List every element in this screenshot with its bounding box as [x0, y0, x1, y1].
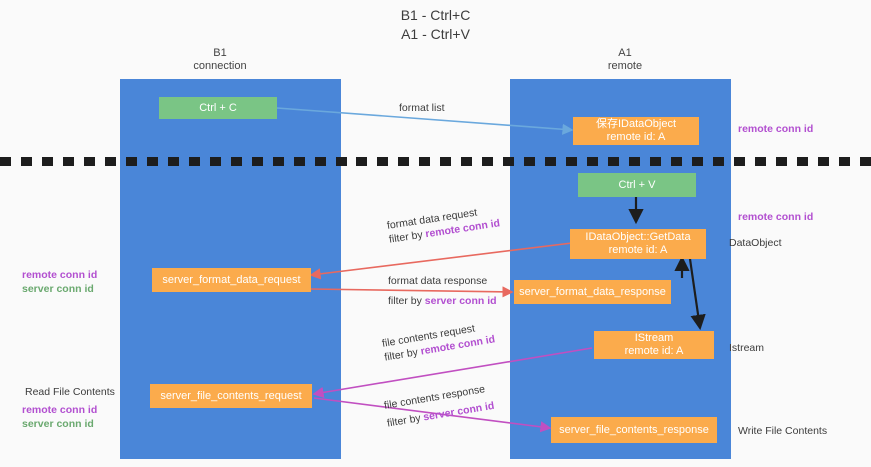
phase-divider: [0, 157, 871, 166]
lane-header-a1-name: A1: [618, 47, 632, 59]
page-title: B1 - Ctrl+C A1 - Ctrl+V: [0, 6, 871, 44]
note-right-dataobject-text: DataObject: [729, 237, 782, 249]
node-save-idataobject-line1: 保存IDataObject: [595, 118, 677, 130]
note-right-remote-conn-top-text: remote conn id: [738, 123, 814, 135]
note-right-write-file-contents: Write File Contents: [738, 424, 827, 438]
note-left-server-conn-id: server conn id: [22, 283, 94, 295]
node-server-file-contents-request-label: server_file_contents_request: [160, 389, 302, 402]
edge-label-format-data-request: format data request filter by remote con…: [386, 202, 501, 246]
node-istream-line1: IStream: [634, 332, 674, 344]
note-left-server-conn-id-2: server conn id: [22, 418, 94, 430]
node-ctrl-v-label: Ctrl + V: [618, 178, 656, 191]
node-istream-line2: remote id: A: [624, 345, 684, 357]
node-server-file-contents-request[interactable]: server_file_contents_request: [150, 384, 312, 408]
edge-label-file-contents-response-prefix: filter by: [386, 411, 425, 430]
node-server-file-contents-response-label: server_file_contents_response: [559, 423, 709, 436]
lane-header-b1-name: B1: [213, 47, 227, 59]
node-istream[interactable]: IStream remote id: A: [594, 331, 714, 359]
edge-label-format-data-response: format data response filter by server co…: [388, 274, 497, 308]
note-right-istream-text: Istream: [729, 342, 765, 354]
node-server-format-data-request-label: server_format_data_request: [162, 273, 301, 286]
note-left-conn-ids-2: remote conn id server conn id: [22, 403, 97, 431]
edge-label-format-data-request-prefix: filter by: [388, 228, 427, 246]
note-right-dataobject: DataObject: [729, 236, 782, 250]
edge-label-format-data-response-highlight: server conn id: [424, 295, 497, 307]
note-left-conn-ids: remote conn id server conn id: [22, 268, 97, 296]
note-right-write-file-contents-text: Write File Contents: [738, 425, 828, 437]
edge-label-format-list: format list: [399, 101, 445, 115]
node-ctrl-v[interactable]: Ctrl + V: [578, 173, 696, 197]
node-server-format-data-response[interactable]: server_format_data_response: [514, 280, 671, 304]
note-left-remote-conn-id-2: remote conn id: [22, 404, 98, 416]
node-server-format-data-response-label: server_format_data_response: [519, 285, 666, 298]
node-server-file-contents-response[interactable]: server_file_contents_response: [551, 417, 717, 443]
note-right-istream: Istream: [729, 341, 764, 355]
lane-header-b1: B1 connection: [140, 47, 300, 73]
title-line-2: A1 - Ctrl+V: [401, 26, 470, 42]
node-save-idataobject-line2: remote id: A: [606, 131, 666, 143]
node-ctrl-c[interactable]: Ctrl + C: [159, 97, 277, 119]
note-left-read-file-contents: Read File Contents: [25, 385, 115, 399]
note-left-remote-conn-id: remote conn id: [22, 269, 98, 281]
title-line-1: B1 - Ctrl+C: [400, 7, 471, 23]
note-left-read-file-contents-text: Read File Contents: [25, 386, 115, 398]
node-idataobject-getdata[interactable]: IDataObject::GetData remote id: A: [570, 229, 706, 259]
node-idataobject-getdata-line2: remote id: A: [608, 244, 668, 256]
lane-header-a1: A1 remote: [545, 47, 705, 73]
node-ctrl-c-label: Ctrl + C: [199, 101, 237, 114]
note-right-remote-conn-mid: remote conn id: [738, 210, 813, 224]
lane-header-b1-sub: connection: [193, 60, 247, 72]
edge-label-format-data-response-line1: format data response: [388, 275, 488, 287]
edge-label-file-contents-response: file contents response filter by server …: [383, 381, 495, 430]
node-save-idataobject[interactable]: 保存IDataObject remote id: A: [573, 117, 699, 145]
edge-label-file-contents-request: file contents request filter by remote c…: [381, 319, 496, 365]
edge-label-format-list-line1: format list: [399, 102, 445, 114]
node-server-format-data-request[interactable]: server_format_data_request: [152, 268, 311, 292]
note-right-remote-conn-mid-text: remote conn id: [738, 211, 814, 223]
edge-label-format-data-response-prefix: filter by: [388, 295, 425, 307]
lane-header-a1-sub: remote: [607, 60, 643, 72]
edge-label-format-data-response-line2: filter by server conn id: [388, 294, 497, 308]
node-idataobject-getdata-line1: IDataObject::GetData: [585, 231, 691, 243]
note-right-remote-conn-top: remote conn id: [738, 122, 813, 136]
